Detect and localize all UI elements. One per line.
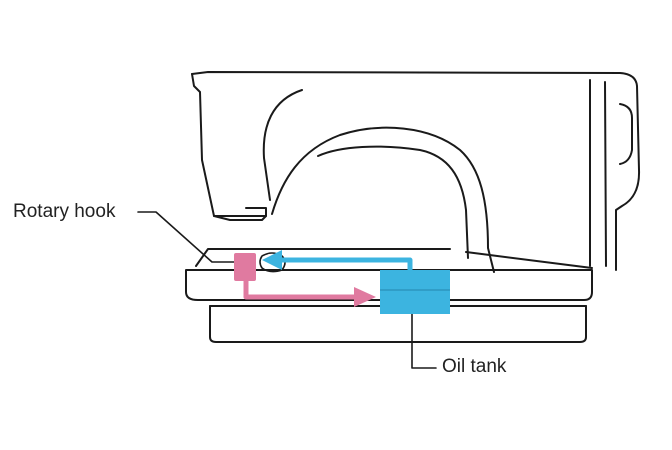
rotary-hook-leader-line <box>137 211 235 263</box>
rotary-hook-marker <box>234 253 256 281</box>
oil-tank-label: Oil tank <box>442 356 507 377</box>
machine-body <box>191 71 641 273</box>
rotary-hook-label: Rotary hook <box>13 201 116 222</box>
flow-arrow-hook-to-tank <box>243 276 376 307</box>
oil-tank-marker <box>380 270 450 314</box>
oil-tank-leader-line <box>411 311 437 369</box>
flow-arrow-tank-to-hook <box>262 250 413 272</box>
